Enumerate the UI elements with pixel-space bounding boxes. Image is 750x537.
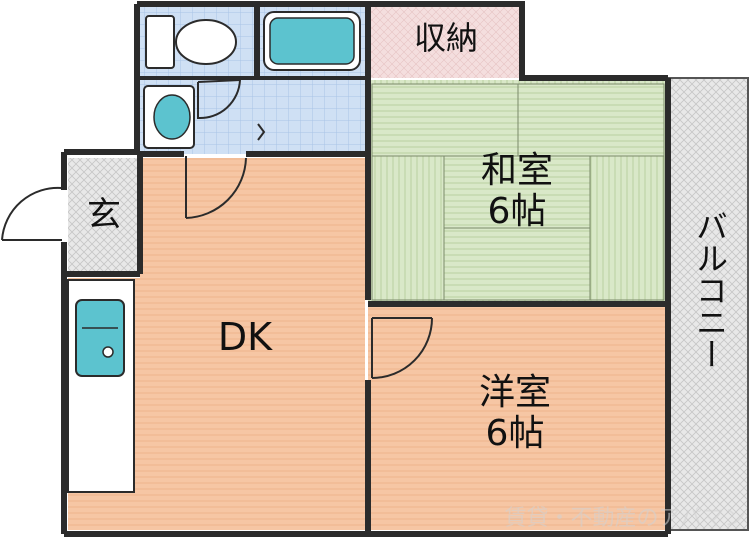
sink-drain-icon [102, 346, 114, 358]
kitchen-sink-icon [75, 299, 125, 377]
washitsu-label: 和室 6帖 [446, 150, 588, 233]
yoshitsu-label: 洋室 6帖 [440, 372, 590, 455]
storage-label: 収納 [413, 19, 478, 57]
wash-basin-bowl-icon [153, 94, 191, 140]
dk-floor [140, 158, 365, 530]
watermark: 賃貸・不動産のアパマン [504, 506, 746, 531]
washitsu-name: 和室 [480, 150, 553, 191]
tatami-mat-center-bottom [443, 227, 591, 301]
tatami-mat-left [371, 155, 445, 301]
yoshitsu-name: 洋室 [478, 372, 551, 413]
yoshitsu-floor [368, 304, 668, 530]
bathtub-basin-icon [269, 17, 355, 65]
balcony-label: バルコニー [691, 210, 729, 370]
tatami-mat-right [589, 155, 665, 301]
washitsu-size: 6帖 [487, 191, 547, 233]
doors [1, 79, 433, 379]
storage-floor [370, 6, 520, 78]
tatami-mat-center-top [443, 155, 591, 229]
entrance-floor [68, 158, 140, 274]
yoshitsu-size: 6帖 [485, 413, 545, 455]
tatami-mat-top-right [517, 83, 665, 157]
tatami-mat-top-left [371, 83, 519, 157]
dk-label: DK [217, 315, 273, 359]
walls [61, 1, 671, 537]
toilet-icon [145, 15, 237, 69]
entrance-label: 玄 [87, 195, 121, 235]
balcony-area [667, 77, 749, 531]
